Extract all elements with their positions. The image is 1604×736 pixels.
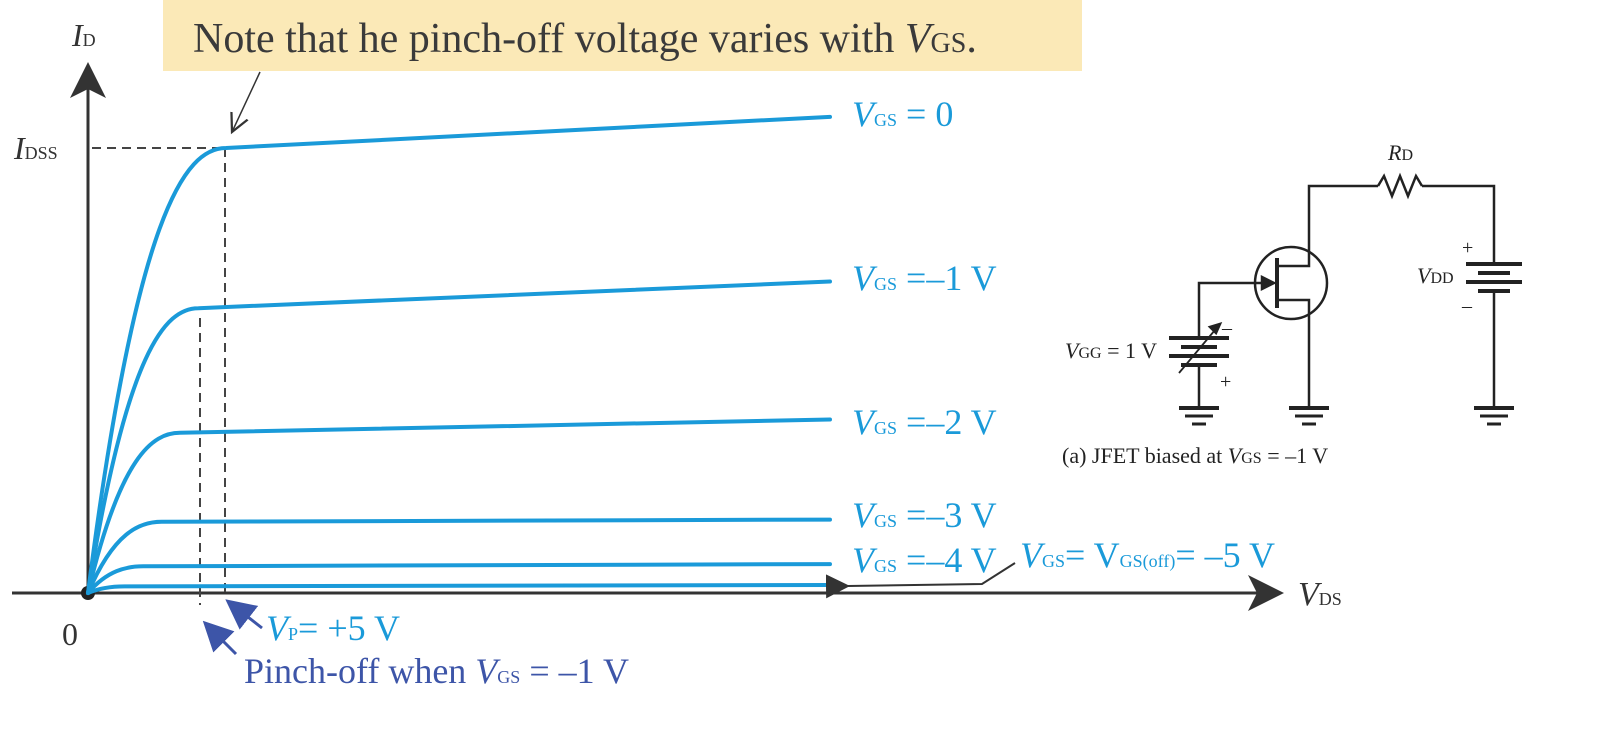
- gate-wire: [1197, 281, 1262, 336]
- note-box: [163, 0, 1082, 71]
- idss-label: IDSS: [13, 130, 58, 166]
- pinch-arrow: [202, 620, 238, 656]
- vdd-plus: +: [1462, 237, 1473, 259]
- label-vgs-off: VGS= VGS(off)= –5 V: [1020, 535, 1275, 575]
- ground-symbol-vdd: [1474, 406, 1514, 426]
- ground-symbol-source: [1289, 406, 1329, 426]
- vgg-label: VGG = 1 V: [1065, 338, 1157, 363]
- curve-vgs-3: [86, 517, 832, 595]
- x-axis-label: VDS: [1298, 576, 1342, 613]
- label-vgs-4: VGS =–4 V: [852, 540, 997, 580]
- label-vgs-3: VGS =–3 V: [852, 495, 997, 535]
- vdd-top-wire: [1422, 184, 1496, 262]
- label-vgs-1: VGS =–1 V: [852, 258, 997, 298]
- circuit-caption: (a) JFET biased at VGS = –1 V: [1062, 443, 1328, 468]
- curve-vgs-2: [86, 417, 832, 595]
- note-text: Note that he pinch-off voltage varies wi…: [193, 16, 977, 62]
- note-end: .: [966, 16, 977, 62]
- jfet-drain-lead: [1277, 250, 1311, 268]
- note-main: Note that he pinch-off voltage varies wi…: [193, 16, 905, 62]
- resistor-rd: [1376, 172, 1424, 200]
- curve-vgs-4: [86, 562, 832, 595]
- curve-vgs-1: [86, 279, 832, 595]
- curve-vgs-5: [86, 582, 832, 595]
- rd-label: RD: [1387, 140, 1413, 165]
- vgs-off-pointer-arrow: [825, 562, 1016, 599]
- y-axis-label: ID: [71, 17, 96, 53]
- vdd-minus: –: [1461, 295, 1473, 317]
- label-vgs-2: VGS =–2 V: [852, 402, 997, 442]
- vp-label: VP= +5 V: [266, 608, 400, 648]
- curve-labels: VGS = 0 VGS =–1 V VGS =–2 V VGS =–3 V VG…: [852, 94, 1275, 580]
- gate-arrow: [1260, 274, 1277, 292]
- pinch-label: Pinch-off when VGS = –1 V: [244, 651, 629, 691]
- ground-symbol-gate: [1179, 406, 1219, 426]
- origin-label: 0: [62, 616, 78, 652]
- note-pointer-arrow: [232, 71, 261, 132]
- characteristic-curves: [86, 114, 832, 595]
- curve-vgs-0: [86, 114, 832, 595]
- drain-wire: [1307, 184, 1378, 250]
- vgg-variable-arrowhead: [1207, 322, 1223, 336]
- vdd-label: VDD: [1417, 263, 1454, 288]
- vp-arrow: [225, 599, 263, 630]
- note-sub: GS: [931, 28, 967, 59]
- vgg-plus: +: [1220, 371, 1231, 393]
- vgg-variable-arrow: [1178, 323, 1221, 374]
- jfet-source-lead: [1277, 298, 1311, 408]
- jfet-bias-circuit: [1169, 172, 1522, 426]
- vgg-minus: –: [1221, 317, 1233, 339]
- label-vgs-0: VGS = 0: [852, 94, 953, 134]
- note-var: V: [905, 16, 935, 62]
